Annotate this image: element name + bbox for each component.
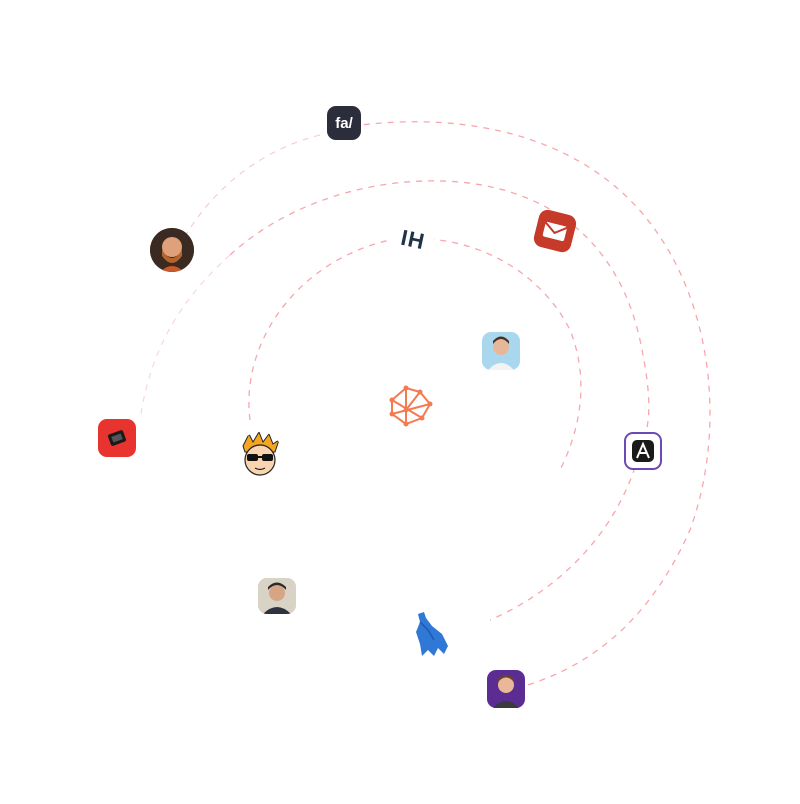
middle-orbit-left (139, 254, 231, 421)
outer-orbit (339, 121, 711, 691)
indie-hackers-logo-icon: IH (392, 222, 434, 258)
outer-orbit-left (179, 134, 321, 246)
indie-hackers-logo-text: IH (398, 224, 428, 255)
fa-logo-icon: fa/ (327, 106, 361, 140)
red-app-icon (98, 419, 136, 457)
inner-orbit (248, 237, 582, 471)
avatar-dark-hair (258, 578, 296, 614)
middle-orbit (229, 180, 650, 621)
cartoon-sunglasses-avatar (237, 432, 283, 480)
blue-animal-icon (410, 610, 452, 660)
fa-logo-text: fa/ (335, 114, 353, 132)
mail-app-icon (531, 207, 579, 255)
network-logo-icon (384, 380, 440, 432)
avatar-purple-background (487, 670, 525, 708)
a-logo-icon (624, 432, 662, 470)
avatar-blue-background (482, 332, 520, 370)
avatar-bearded-man (150, 228, 194, 272)
